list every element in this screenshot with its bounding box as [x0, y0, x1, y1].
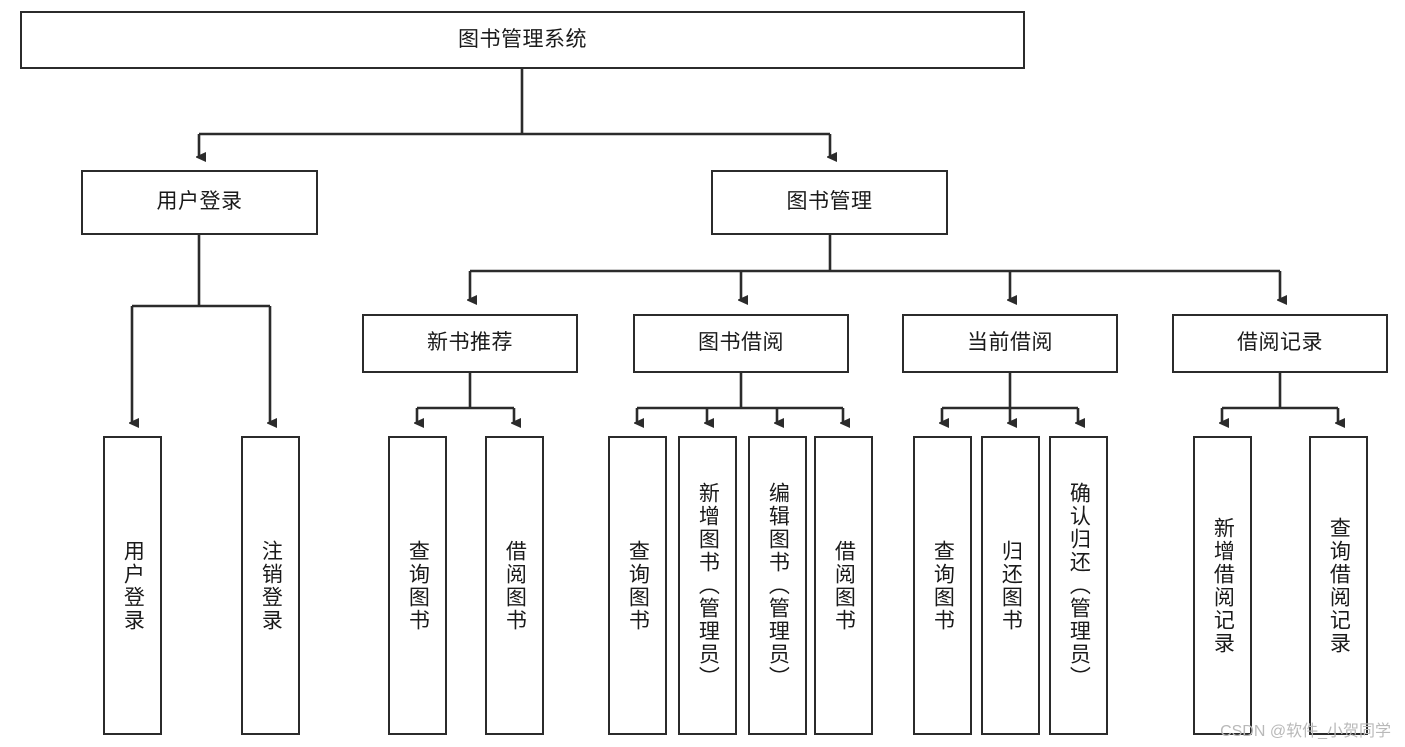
node-user-login-label: 用户登录: [156, 190, 243, 214]
node-leaf-query-book-1[interactable]: 查询图书: [388, 436, 447, 735]
node-leaf-query-record-label: 查询借阅记录: [1327, 516, 1351, 655]
node-root-label: 图书管理系统: [458, 27, 587, 51]
node-leaf-return-book[interactable]: 归还图书: [981, 436, 1040, 735]
node-leaf-return-book-label: 归还图书: [999, 539, 1023, 632]
node-leaf-query-book-1-label: 查询图书: [406, 539, 430, 632]
node-leaf-user-login[interactable]: 用户登录: [103, 436, 162, 735]
node-leaf-edit-book[interactable]: 编辑图书（管理员）: [748, 436, 807, 735]
node-current-borrow[interactable]: 当前借阅: [902, 314, 1118, 373]
node-leaf-query-book-2-label: 查询图书: [626, 539, 650, 632]
node-leaf-add-record[interactable]: 新增借阅记录: [1193, 436, 1252, 735]
node-leaf-query-book-2[interactable]: 查询图书: [608, 436, 667, 735]
node-book-manage[interactable]: 图书管理: [711, 170, 948, 235]
node-leaf-query-book-3[interactable]: 查询图书: [913, 436, 972, 735]
node-leaf-edit-book-label: 编辑图书（管理员）: [766, 482, 790, 689]
node-borrow-record[interactable]: 借阅记录: [1172, 314, 1388, 373]
node-leaf-add-book-label: 新增图书（管理员）: [696, 482, 720, 689]
node-borrow-record-label: 借阅记录: [1237, 331, 1323, 355]
node-book-borrow[interactable]: 图书借阅: [633, 314, 849, 373]
node-leaf-borrow-book-2-label: 借阅图书: [832, 539, 856, 632]
node-new-book-recommend-label: 新书推荐: [427, 331, 513, 355]
node-book-manage-label: 图书管理: [786, 190, 873, 214]
node-leaf-borrow-book-2[interactable]: 借阅图书: [814, 436, 873, 735]
node-leaf-query-record[interactable]: 查询借阅记录: [1309, 436, 1368, 735]
watermark-text: CSDN @软件_小贺同学: [1220, 723, 1391, 740]
node-leaf-logout[interactable]: 注销登录: [241, 436, 300, 735]
node-leaf-borrow-book-1[interactable]: 借阅图书: [485, 436, 544, 735]
node-leaf-query-book-3-label: 查询图书: [931, 539, 955, 632]
node-leaf-add-record-label: 新增借阅记录: [1211, 516, 1235, 655]
node-leaf-user-login-label: 用户登录: [121, 539, 145, 632]
node-leaf-logout-label: 注销登录: [259, 539, 283, 632]
node-current-borrow-label: 当前借阅: [967, 331, 1053, 355]
node-new-book-recommend[interactable]: 新书推荐: [362, 314, 578, 373]
node-user-login[interactable]: 用户登录: [81, 170, 318, 235]
node-root[interactable]: 图书管理系统: [20, 11, 1025, 69]
node-leaf-confirm-return[interactable]: 确认归还（管理员）: [1049, 436, 1108, 735]
node-leaf-add-book[interactable]: 新增图书（管理员）: [678, 436, 737, 735]
node-leaf-borrow-book-1-label: 借阅图书: [503, 539, 527, 632]
node-leaf-confirm-return-label: 确认归还（管理员）: [1067, 482, 1091, 689]
node-book-borrow-label: 图书借阅: [698, 331, 784, 355]
